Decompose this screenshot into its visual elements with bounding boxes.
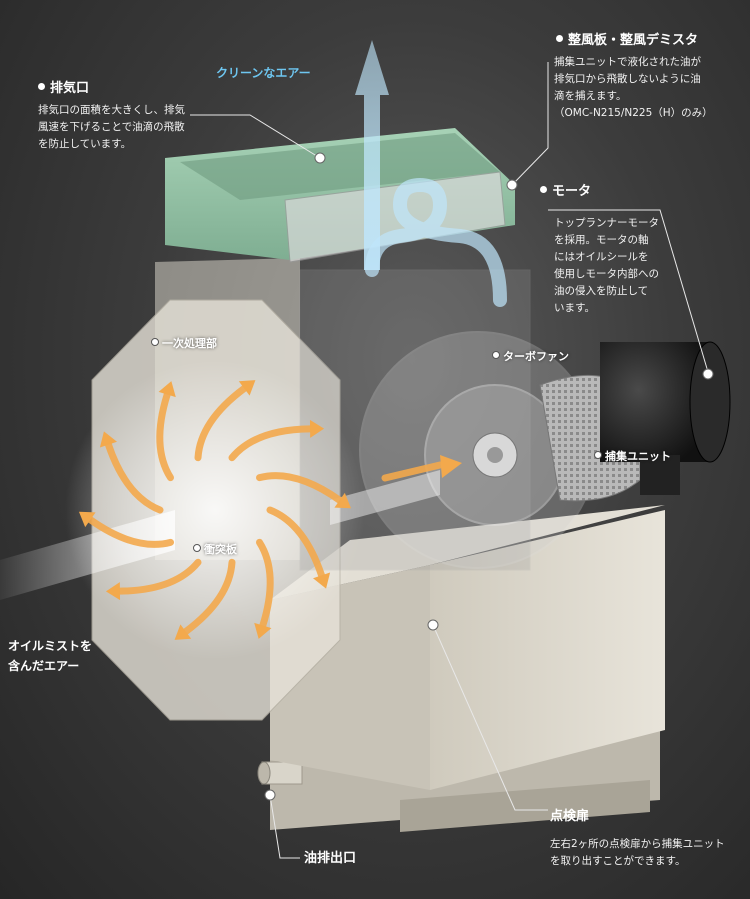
part-label-text: 一次処理部 <box>162 337 217 350</box>
desc-line: にはオイルシールを <box>554 251 649 263</box>
callout-title-text: モータ <box>552 184 592 199</box>
callout-exhaust-port: 排気口 排気口の面積を大きくし、排気 風速を下げることで油滴の飛散 を防止してい… <box>38 80 258 153</box>
swirl-arrow <box>104 441 164 514</box>
callout-title-text: 点検扉 <box>550 809 590 824</box>
part-label-primary: 一次処理部 <box>151 335 217 351</box>
bullet-icon <box>38 83 45 90</box>
dot-icon <box>193 544 201 552</box>
callout-title-text: 整風板・整風デミスタ <box>568 33 699 48</box>
callout-baffle-demister: 整風板・整風デミスタ 捕集ユニットで液化された油が 排気口から飛散しないように油… <box>554 32 746 122</box>
desc-line: 排気口の面積を大きくし、排気 <box>38 104 185 116</box>
oil-mist-label: オイルミストを 含んだエアー <box>8 636 92 676</box>
oil-mist-label-line: 含んだエアー <box>8 659 80 673</box>
swirl-arrow <box>255 472 344 504</box>
desc-line: を採用。モータの軸 <box>554 234 649 246</box>
swirl-arrow-head <box>158 381 176 398</box>
fan-housing <box>299 269 597 571</box>
flow-arrow-to-fan <box>381 455 462 482</box>
swirl-arrow <box>156 391 175 482</box>
bullet-icon <box>540 186 547 193</box>
desc-line: を防止しています。 <box>38 138 132 150</box>
callout-title: 油排出口 <box>304 850 356 868</box>
swirl-arrow <box>194 384 248 462</box>
bullet-icon <box>556 35 563 42</box>
callout-oil-drain: 油排出口 <box>304 850 356 868</box>
callout-desc: 排気口の面積を大きくし、排気 風速を下げることで油滴の飛散 を防止しています。 <box>38 102 258 153</box>
clean-air-flow <box>355 40 507 307</box>
callout-title-text: 油排出口 <box>304 851 357 866</box>
desc-line: 排気口から飛散しないように油 <box>554 73 701 85</box>
swirl-arrow-head <box>78 511 96 528</box>
swirl-arrow-head <box>254 622 272 639</box>
desc-line: 捕集ユニットで液化された油が <box>554 56 701 68</box>
dot-icon <box>492 351 500 359</box>
swirl-arrow <box>116 558 202 595</box>
callout-title: 点検扉 <box>550 808 745 826</box>
swirl-arrow-head <box>309 419 325 438</box>
swirl-arrow <box>266 506 326 579</box>
desc-line: （OMC-N215/N225（H）のみ） <box>554 107 713 119</box>
swirl-arrow-head <box>174 624 192 640</box>
swirl-arrow-head <box>334 492 352 509</box>
primary-chamber <box>65 299 365 721</box>
desc-line: 油の侵入を防止して <box>554 285 649 297</box>
swirl-arrow-head <box>313 572 331 589</box>
part-label-turbo-fan: ターボファン <box>492 348 569 364</box>
callout-desc: 捕集ユニットで液化された油が 排気口から飛散しないように油 滴を捕えます。 （O… <box>554 54 746 122</box>
leader-dots <box>264 152 714 801</box>
dot-icon <box>594 451 602 459</box>
swirl-arrow <box>228 425 314 462</box>
oil-mist-label-line: オイルミストを <box>8 639 93 653</box>
swirl-arrow-head <box>238 380 256 396</box>
desc-line: を取り出すことができます。 <box>550 855 686 867</box>
oil-mist-inflow <box>0 470 440 600</box>
desc-line: 左右2ヶ所の点検扉から捕集ユニット <box>550 838 725 850</box>
swirl-arrow <box>255 538 274 629</box>
swirl-arrow-head <box>105 582 121 601</box>
callout-title-text: 排気口 <box>50 81 90 96</box>
motor <box>600 341 731 495</box>
clean-air-label: クリーンなエアー <box>216 66 311 80</box>
swirl-arrow-head <box>99 431 117 448</box>
callout-desc: トップランナーモータ を採用。モータの軸 にはオイルシールを 使用しモータ内部へ… <box>554 215 680 317</box>
desc-line: います。 <box>554 302 595 314</box>
part-label-text: 衝突板 <box>204 543 237 556</box>
part-label-impact-plate: 衝突板 <box>193 541 237 557</box>
oil-drain-pipe <box>257 761 303 785</box>
callout-title: モータ <box>540 183 680 201</box>
dot-icon <box>151 338 159 346</box>
part-label-collection-unit: 捕集ユニット <box>594 448 671 464</box>
callout-title: 排気口 <box>38 80 258 98</box>
callout-desc: 左右2ヶ所の点検扉から捕集ユニット を取り出すことができます。 <box>550 836 745 870</box>
desc-line: 滴を捕えます。 <box>554 90 627 102</box>
callout-title: 整風板・整風デミスタ <box>556 32 746 50</box>
part-label-text: 捕集ユニット <box>605 450 671 463</box>
part-label-text: ターボファン <box>503 350 569 363</box>
callout-inspection-door: 点検扉 左右2ヶ所の点検扉から捕集ユニット を取り出すことができます。 <box>550 808 745 870</box>
swirl-arrow <box>182 558 236 636</box>
desc-line: トップランナーモータ <box>554 217 659 229</box>
swirl-arrows <box>78 380 352 640</box>
desc-line: 風速を下げることで油滴の飛散 <box>38 121 185 133</box>
desc-line: 使用しモータ内部への <box>554 268 659 280</box>
leader-lines <box>190 62 709 859</box>
callout-motor: モータ トップランナーモータ を採用。モータの軸 にはオイルシールを 使用しモー… <box>540 183 680 317</box>
swirl-arrow <box>86 516 175 548</box>
